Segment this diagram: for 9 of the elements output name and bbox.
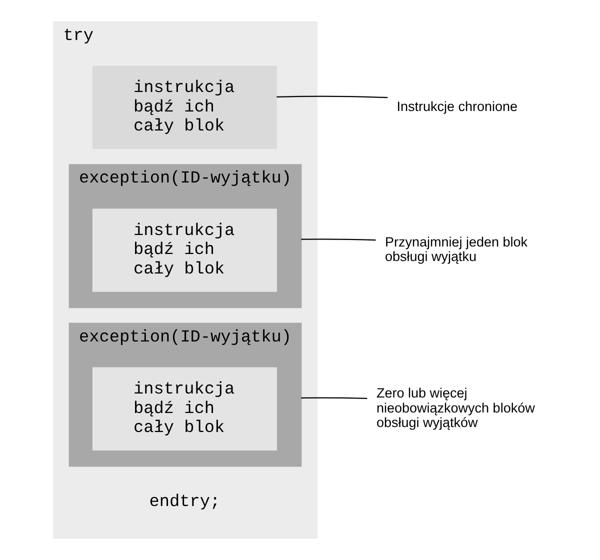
connector xyxy=(276,96,388,98)
node-box: instrukcja bądź ich cały blok xyxy=(92,367,277,450)
connector xyxy=(301,238,376,241)
node-text: Zero lub więcej nieobowiązkowych bloków obsługi wyjątków xyxy=(376,386,535,430)
node-box: instrukcja bądź ich cały blok xyxy=(92,208,277,292)
node-box: instrukcja bądź ich cały blok xyxy=(92,66,277,149)
connector xyxy=(301,397,368,399)
node-text: Instrukcje chronione xyxy=(396,98,518,114)
node-text: Przynajmniej jeden blok obsługi wyjątku xyxy=(384,234,528,264)
